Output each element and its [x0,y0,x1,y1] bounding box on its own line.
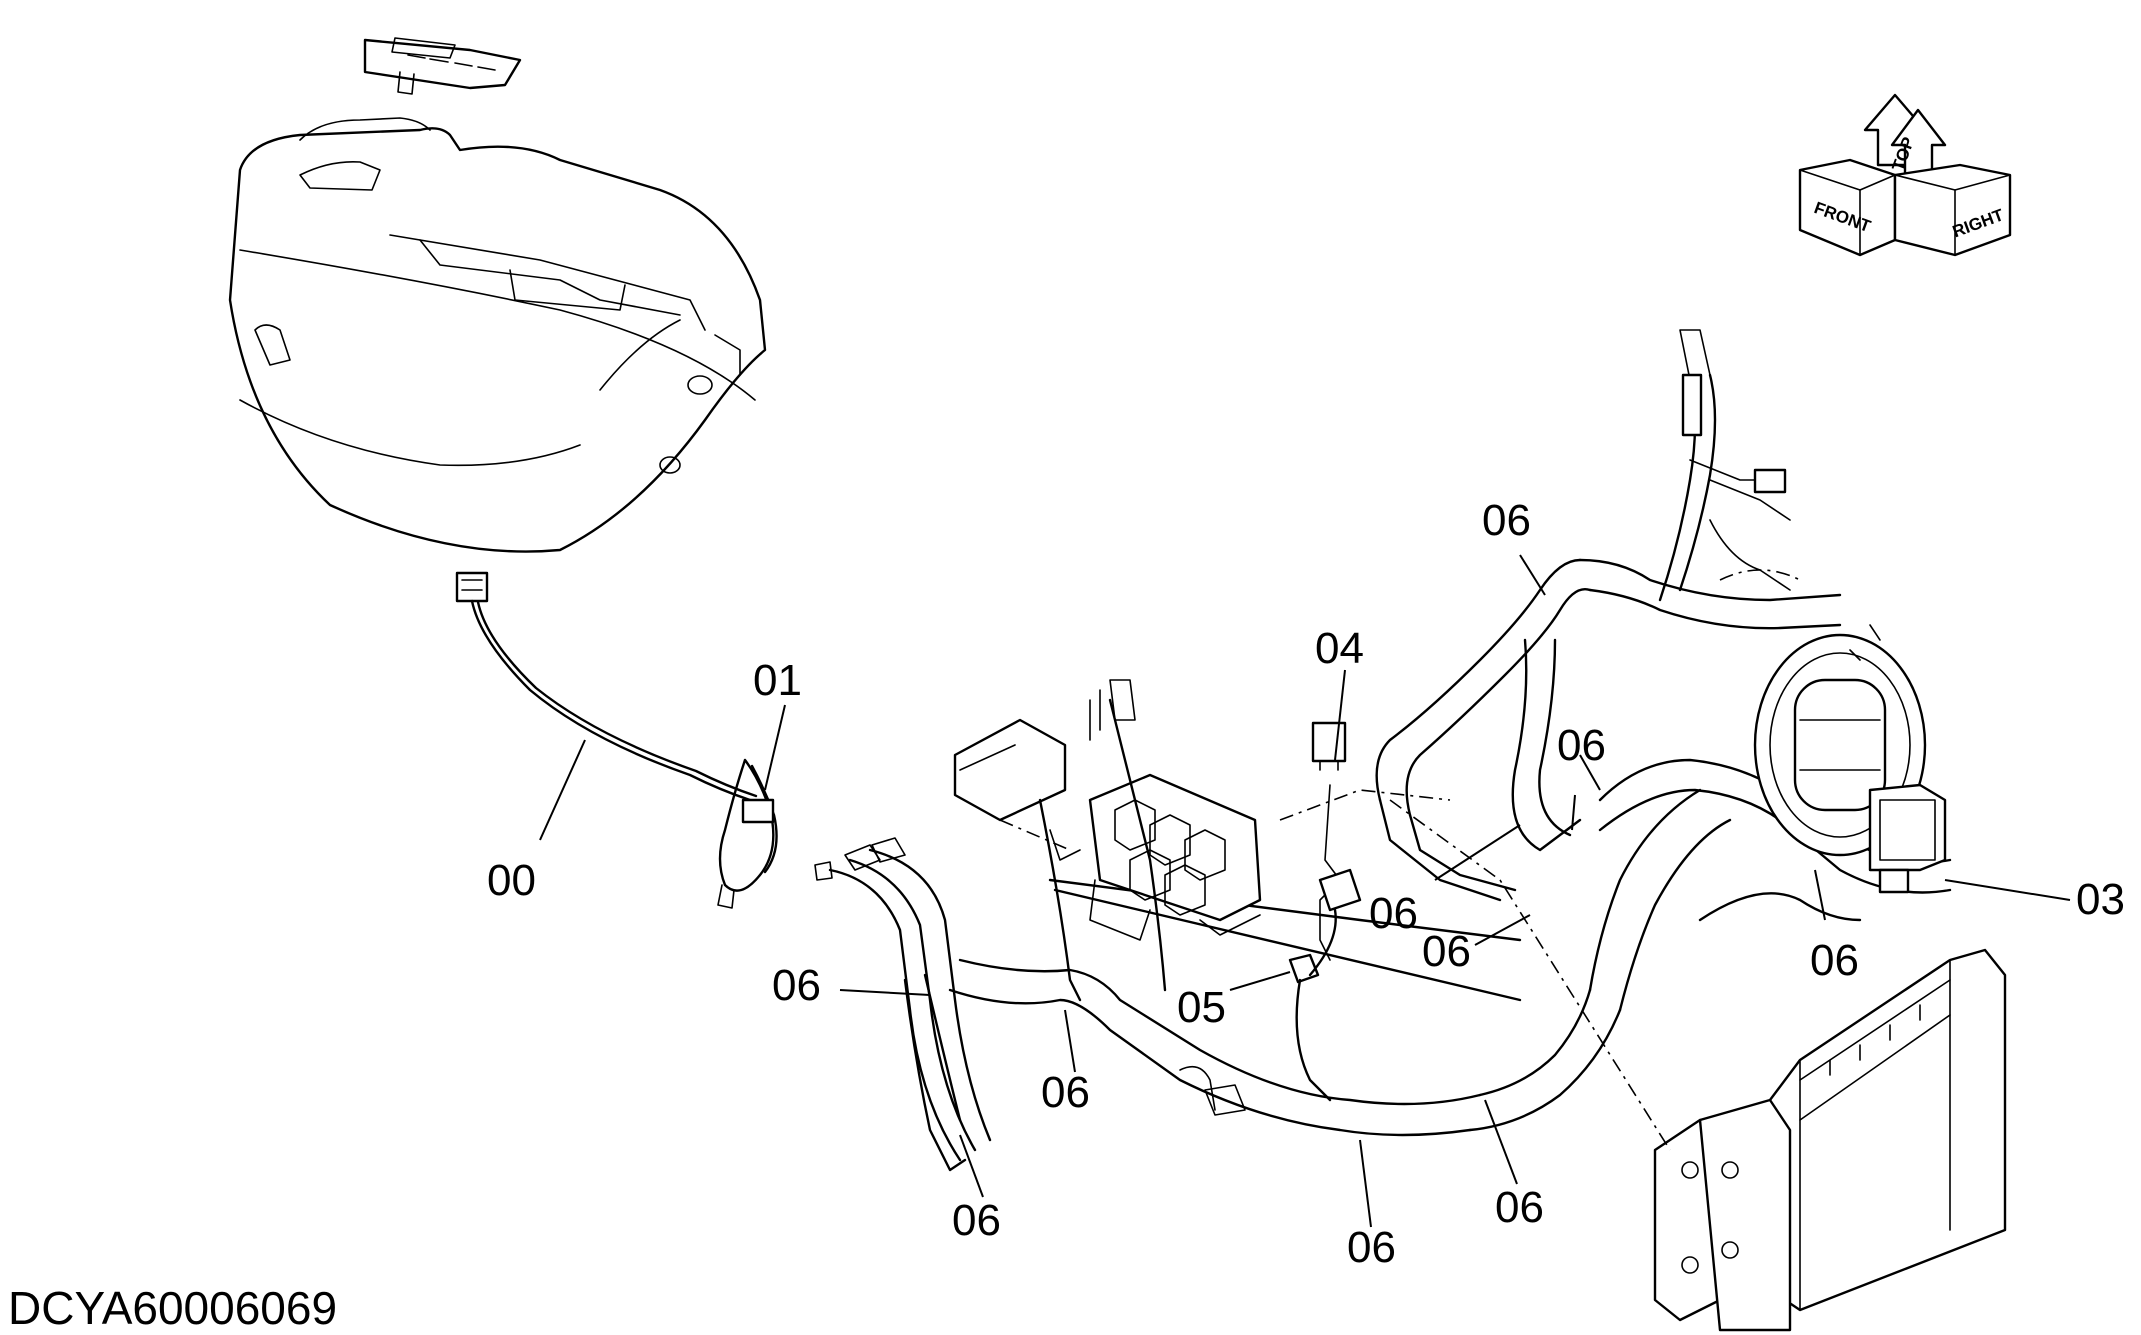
orientation-indicator: TOP FRONT RIGHT [1798,93,2012,257]
callout-00: 00 [487,856,536,905]
callout-06-upper-right: 06 [1557,721,1606,770]
callout-labels: 00 01 03 04 05 06 06 06 06 06 06 06 06 0… [487,496,2125,1272]
harness-00 [455,571,758,802]
callout-06-mid: 06 [1369,889,1418,938]
leader-lines [539,554,2071,1228]
console-box [228,37,767,553]
callout-04: 04 [1315,624,1364,673]
main-harness [814,329,1952,1172]
mounting-bracket [1653,948,2007,1332]
callout-06-bottom-left: 06 [952,1196,1001,1245]
callout-05: 05 [1177,983,1226,1032]
callout-06-top: 06 [1482,496,1531,545]
fuse-relay-block [953,679,1262,1116]
callout-06-right: 06 [1810,936,1859,985]
callout-06-bottom: 06 [1347,1223,1396,1272]
callout-06-center: 06 [1422,927,1471,976]
relay-04 [1311,721,1362,961]
callout-06-lower-left: 06 [1041,1068,1090,1117]
callout-06-bottom-right: 06 [1495,1183,1544,1232]
callout-01: 01 [753,656,802,705]
cable-tie-01 [717,758,778,909]
connector-05 [1288,908,1337,1102]
callout-06-left: 06 [772,961,821,1010]
phantom-lines [999,569,1801,1151]
document-id: DCYA60006069 [8,1282,337,1334]
callout-03: 03 [2076,875,2125,924]
